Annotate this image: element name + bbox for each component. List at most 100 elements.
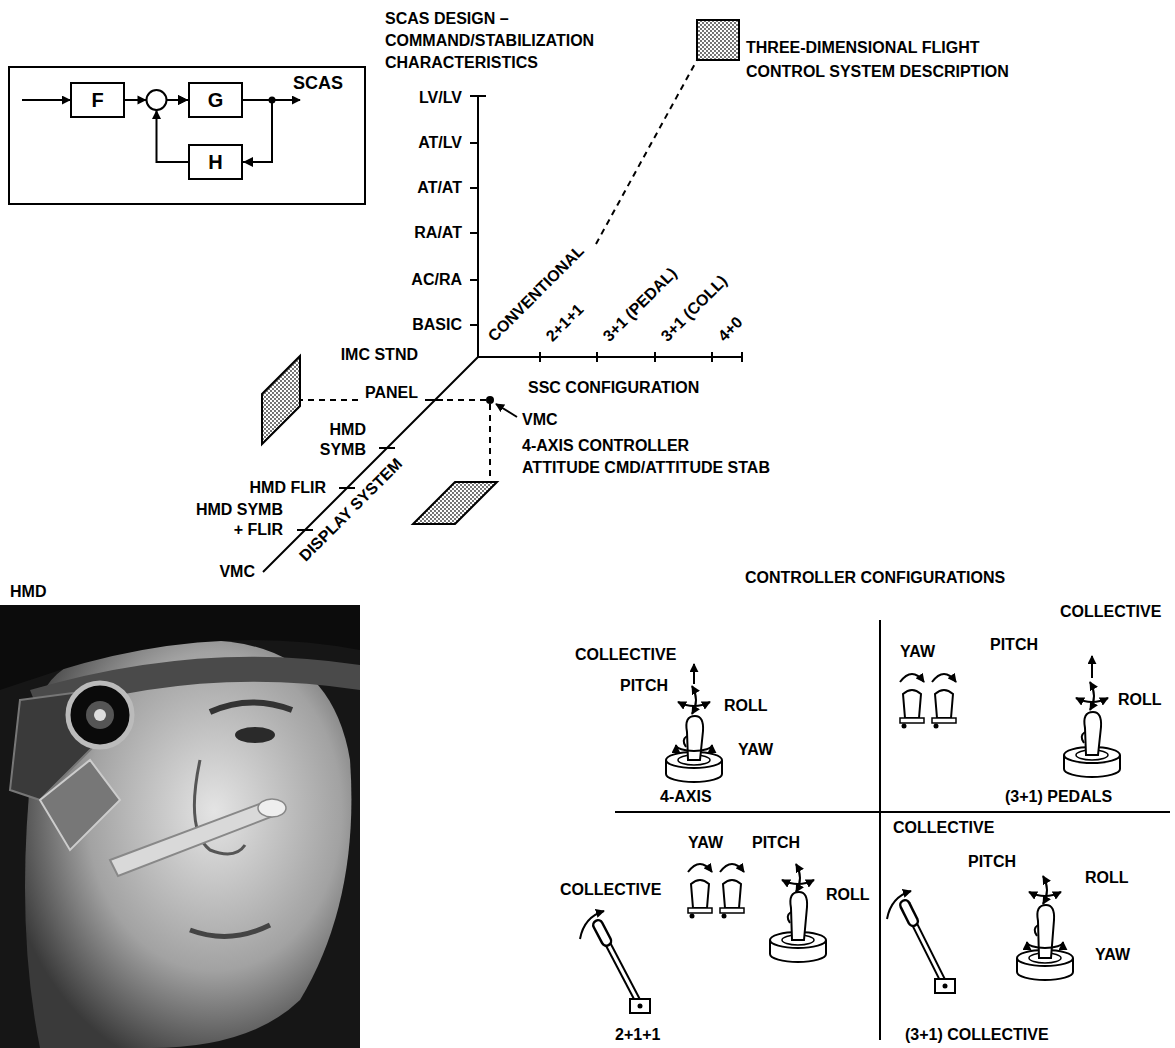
pedal-body [691, 880, 709, 908]
yaw-arrow [932, 674, 956, 682]
axis-label: YAW [1095, 945, 1130, 965]
yaw-arrow [900, 674, 924, 682]
scas-details [22, 90, 300, 119]
axis-label: COLLECTIVE [893, 818, 994, 838]
collective-arrow [580, 911, 604, 939]
mouth [190, 925, 270, 936]
block-box: H [188, 144, 243, 180]
axis-tick [470, 187, 478, 189]
stick-trigger [1035, 925, 1038, 936]
design-point [486, 396, 494, 404]
axis-label: YAW [900, 642, 935, 662]
pedal-base [932, 718, 956, 723]
lever-grip [598, 925, 606, 941]
photo-ground [0, 605, 360, 1048]
arrowhead [138, 96, 147, 105]
system-frame: SCASFGH [8, 66, 366, 205]
pedal-body [935, 690, 953, 718]
collective-lever [598, 925, 650, 1013]
pitch-arrow [1043, 876, 1047, 904]
axis-tick [470, 142, 478, 144]
axis-tick [470, 232, 478, 234]
roll-arrow [1076, 698, 1108, 702]
callout-label: VMC [522, 410, 558, 430]
diagram-title: THREE-DIMENSIONAL FLIGHT CONTROL SYSTEM … [746, 36, 1031, 84]
pedal-pivot [934, 724, 939, 729]
microphone-tip [258, 799, 286, 817]
lever-pivot [935, 979, 955, 993]
pedal [900, 690, 924, 729]
axis-tick-label: VMC [219, 562, 255, 582]
lever-grip [598, 925, 606, 941]
projection-line [489, 404, 491, 482]
collective-lever [905, 905, 955, 993]
stick-grip [790, 892, 807, 940]
face [25, 640, 351, 1048]
block-box: G [188, 82, 243, 118]
pedal [688, 880, 712, 919]
axis-tick [654, 352, 656, 362]
axis-label: ROLL [724, 696, 768, 716]
hmd-lens-glint [94, 709, 106, 721]
axis-label: PITCH [620, 676, 668, 696]
control-stick [770, 892, 826, 962]
projection-line [424, 399, 486, 401]
axis-tick-label: AT/LV [418, 133, 462, 153]
block-label: G [208, 89, 224, 111]
axis-cap [470, 95, 486, 97]
axis-origin-label: IMC STND PANEL [328, 336, 418, 412]
pedal-base [688, 908, 712, 913]
quadrant-divider [879, 620, 881, 1040]
summing-junction [147, 90, 167, 110]
roll-arrow [1029, 892, 1061, 896]
axis-title: DISPLAY SYSTEM [295, 454, 407, 566]
roll-arrow [678, 702, 710, 706]
axis-label: ROLL [826, 885, 870, 905]
hmd-lens [86, 701, 114, 729]
lever-shaft [598, 925, 640, 1005]
axis-tick [741, 352, 743, 362]
axis-tick [297, 529, 313, 531]
figure-label: HMD [10, 582, 46, 602]
axis-title: SCAS DESIGN – COMMAND/STABILIZATION CHAR… [385, 8, 625, 74]
shaded-plane [262, 356, 300, 444]
yaw-arrow [720, 864, 744, 872]
connector [243, 100, 272, 162]
axis-label: ROLL [1085, 868, 1129, 888]
brow [210, 702, 292, 712]
pitch-arrow [796, 864, 800, 892]
axis-tick [470, 324, 478, 326]
axis-label: PITCH [968, 852, 1016, 872]
shaded-plane [697, 20, 739, 60]
axis-tick-label: HMD SYMB [311, 420, 366, 460]
configuration-name: (3+1) COLLECTIVE [905, 1025, 1049, 1045]
axis-tick-label: LV/LV [419, 88, 462, 108]
pedal [720, 880, 744, 919]
quadrant-divider [615, 811, 1170, 813]
configuration-name: (3+1) PEDALS [1005, 787, 1112, 807]
yaw-arrow [1027, 942, 1063, 948]
section-heading: CONTROLLER CONFIGURATIONS [745, 568, 1005, 588]
pedal-base [720, 908, 744, 913]
output-arrow [272, 99, 300, 101]
axis-tick-label: AT/AT [417, 178, 462, 198]
hmd-photo [0, 605, 360, 1048]
projection-line [300, 399, 358, 401]
axis-tick [539, 352, 541, 362]
callout-label: ATTITUDE CMD/ATTITUDE STAB [522, 458, 770, 478]
arrowhead [152, 110, 161, 119]
projection-line [596, 60, 697, 244]
axis-label: YAW [688, 833, 723, 853]
input-arrow [22, 99, 70, 101]
pedal-body [723, 880, 741, 908]
configuration-name: 2+1+1 [615, 1025, 660, 1045]
hmd-eyepiece [68, 683, 132, 747]
stick-trigger [684, 736, 687, 747]
axis-tick-label: 4+0 [714, 313, 747, 346]
lever-grip [905, 905, 913, 921]
callout-label: 4-AXIS CONTROLLER [522, 436, 689, 456]
axis-tick [379, 447, 395, 449]
axis-label: PITCH [990, 635, 1038, 655]
pedal-pivot [690, 914, 695, 919]
